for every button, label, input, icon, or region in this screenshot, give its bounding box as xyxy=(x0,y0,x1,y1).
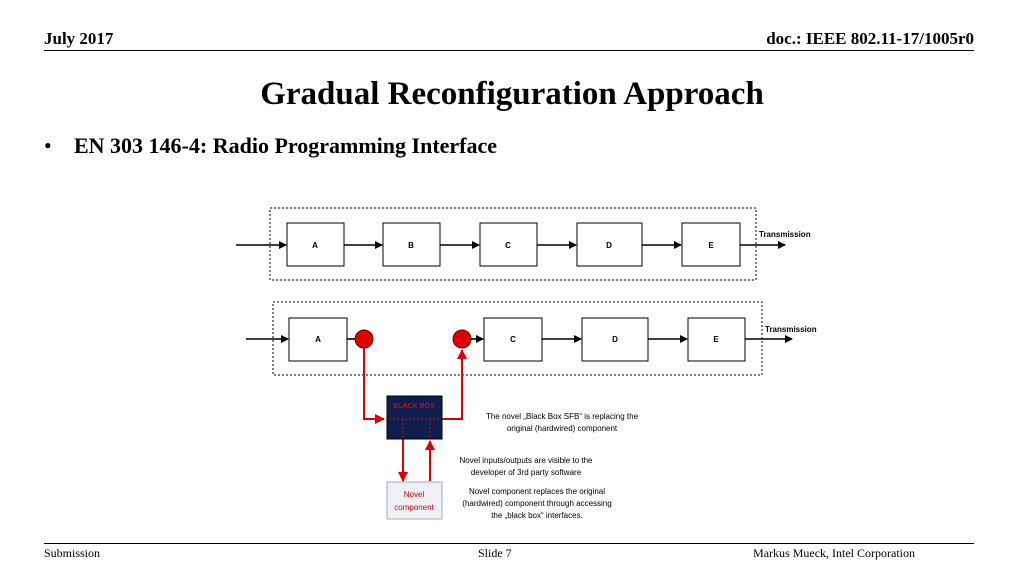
top-block-c xyxy=(479,222,538,267)
bullet-item: • EN 303 146-4: Radio Programming Interfa… xyxy=(44,133,497,159)
note2-line1: Novel inputs/outputs are visible to the xyxy=(460,456,594,465)
novel-component-label-2: component xyxy=(394,503,434,512)
footer-author: Markus Mueck, Intel Corporation xyxy=(753,546,915,560)
top-block-b xyxy=(382,222,441,267)
top-block-e xyxy=(681,222,741,267)
novel-component-label-1: Novel xyxy=(404,490,425,499)
top-block-b-label: B xyxy=(408,241,414,250)
bottom-block-e-label: E xyxy=(713,335,719,344)
note1-line2: original (hardwired) component xyxy=(507,424,618,433)
footer-slide-number: Slide 7 xyxy=(478,546,512,560)
header-rule xyxy=(44,50,974,51)
black-box-label: BLACK BOX xyxy=(393,403,435,410)
bottom-block-d-label: D xyxy=(612,335,618,344)
bottom-block-a-label: A xyxy=(315,335,321,344)
header-date: July 2017 xyxy=(44,29,114,48)
bottom-block-e xyxy=(687,317,746,362)
black-box xyxy=(386,395,443,440)
red-path-to-black-box xyxy=(363,348,385,424)
top-block-a-label: A xyxy=(312,241,318,250)
footer-submission: Submission xyxy=(44,546,101,560)
top-block-c-label: C xyxy=(505,241,511,250)
footer-rule xyxy=(44,543,974,544)
note3-line2: (hardwired) component through accessing xyxy=(462,499,611,508)
note3-line1: Novel component replaces the original xyxy=(469,487,605,496)
bottom-block-c xyxy=(483,317,543,362)
top-block-e-label: E xyxy=(708,241,714,250)
bullet-text: EN 303 146-4: Radio Programming Interfac… xyxy=(74,133,498,158)
slide-title: Gradual Reconfiguration Approach xyxy=(260,76,764,112)
novel-component xyxy=(386,481,443,520)
top-block-a xyxy=(286,222,345,267)
bottom-transmission-label: Transmission xyxy=(765,325,817,334)
note2-line2: developer of 3rd party software xyxy=(471,468,582,477)
bottom-block-c-label: C xyxy=(510,335,516,344)
note1-line1: The novel „Black Box SFB“ is replacing t… xyxy=(486,412,639,421)
header-doc-id: doc.: IEEE 802.11-17/1005r0 xyxy=(766,29,974,48)
bottom-block-d xyxy=(581,317,649,362)
bullet-dot: • xyxy=(44,133,52,158)
note3-line3: the „black box“ interfaces. xyxy=(491,511,583,520)
top-chain-frame xyxy=(269,207,757,281)
top-transmission-label: Transmission xyxy=(759,230,811,239)
red-path-from-black-box xyxy=(442,349,467,420)
output-node xyxy=(354,329,374,349)
bottom-block-a xyxy=(288,317,348,362)
top-block-d xyxy=(576,222,643,267)
input-node xyxy=(452,329,472,349)
top-block-d-label: D xyxy=(606,241,612,250)
